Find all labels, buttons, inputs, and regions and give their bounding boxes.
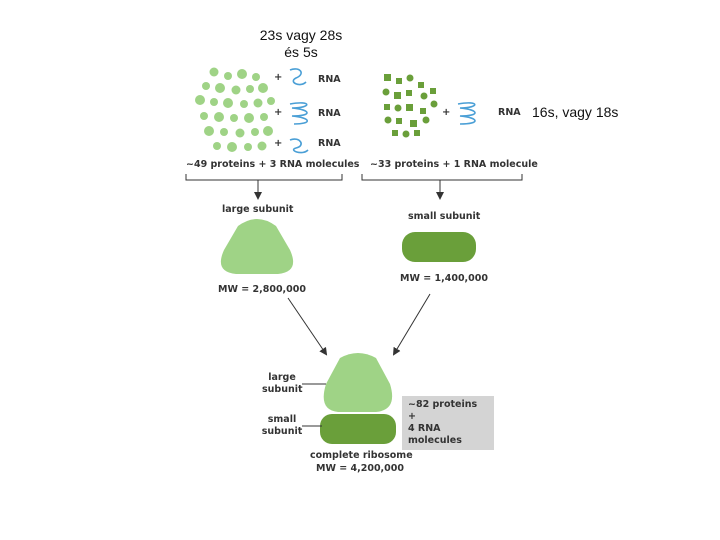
small-rrna-annotation: 16s, vagy 18s: [532, 104, 619, 120]
rna-label-2: RNA: [318, 108, 341, 119]
large-bracket: [185, 174, 343, 181]
plus-sign-small: +: [442, 107, 451, 118]
small-subunit-shape: [402, 232, 476, 262]
plus-sign-3: +: [274, 138, 283, 149]
ribosome-small-shape: [320, 414, 396, 444]
large-subunit-shape: [220, 219, 294, 274]
ribosome-small-label: small subunit: [261, 414, 303, 437]
large-composition: ~49 proteins + 3 RNA molecules: [186, 159, 360, 170]
small-subunit-label: small subunit: [408, 211, 481, 222]
small-rna-strand: [457, 102, 476, 125]
plus-sign-2: +: [274, 107, 283, 118]
ribosome-large-shape: [323, 353, 393, 412]
arrow-small-to-ribosome: [392, 293, 431, 356]
rna-label-small: RNA: [498, 107, 521, 118]
ribosome-large-label: large subunit: [262, 372, 303, 395]
ribosome-mw: MW = 4,200,000: [316, 463, 404, 474]
large-rna-strands: [289, 68, 309, 154]
large-subunit-label: large subunit: [222, 204, 294, 215]
ribosome-composition-box: ~82 proteins + 4 RNA molecules: [402, 396, 494, 450]
large-mw: MW = 2,800,000: [218, 284, 306, 295]
small-bracket: [361, 174, 523, 181]
small-protein-dots: [382, 74, 438, 138]
small-composition: ~33 proteins + 1 RNA molecule: [370, 159, 538, 170]
plus-sign-1: +: [274, 72, 283, 83]
large-rrna-annotation: 23s vagy 28s és 5s: [259, 27, 343, 60]
arrow-large-to-ribosome: [287, 297, 328, 356]
small-mw: MW = 1,400,000: [400, 273, 488, 284]
ribosome-title: complete ribosome: [310, 450, 413, 461]
rna-label-1: RNA: [318, 74, 341, 85]
rna-label-3: RNA: [318, 138, 341, 149]
large-protein-dots: [195, 67, 275, 152]
